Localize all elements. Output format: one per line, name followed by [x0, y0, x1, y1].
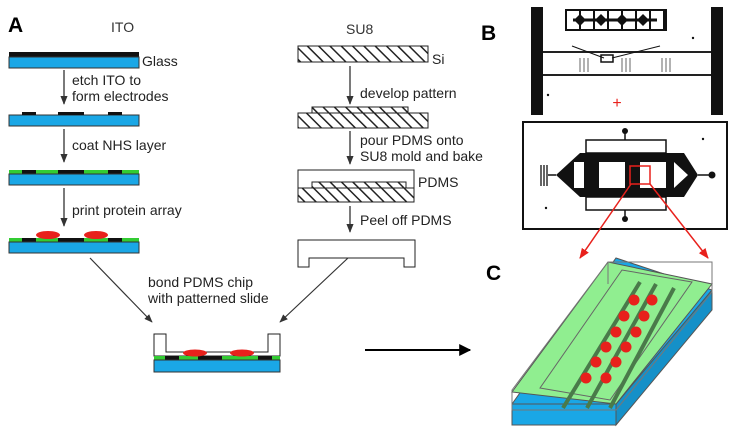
ito-glass-slide — [8, 52, 140, 69]
label-coat: coat NHS layer — [72, 137, 167, 153]
svg-text:+: + — [612, 95, 621, 112]
protein-spots — [580, 294, 658, 384]
label-develop: develop pattern — [360, 85, 457, 101]
label-bond-line1: bond PDMS chip — [148, 274, 254, 290]
pdms-on-mold — [297, 169, 415, 203]
panel-b-layout — [522, 121, 728, 230]
zoom-line-left — [579, 183, 632, 259]
label-etch-line1: etch ITO to — [72, 72, 141, 88]
ito-electrodes-slide — [8, 112, 140, 127]
label-pdms: PDMS — [418, 174, 459, 190]
label-bond-line2: with patterned slide — [148, 290, 269, 306]
panel-b-top-photo: + — [531, 7, 723, 115]
panel-label-a: A — [8, 14, 24, 37]
arrow-bond-left — [89, 257, 153, 323]
label-peel: Peel off PDMS — [360, 212, 452, 228]
panel-c-3d-chip — [511, 257, 713, 427]
label-pour-line2: SU8 mold and bake — [360, 148, 483, 164]
panel-label-b: B — [481, 22, 497, 45]
ito-protein-slide — [8, 231, 140, 254]
si-wafer — [297, 45, 429, 63]
su8-mold — [297, 106, 429, 129]
pdms-chip — [297, 239, 416, 268]
label-si: Si — [432, 51, 445, 67]
zoom-line-right — [649, 183, 709, 259]
ito-nhs-slide — [8, 170, 140, 186]
label-glass: Glass — [142, 53, 178, 69]
arrow-bond-right — [279, 257, 349, 323]
header-ito: ITO — [111, 19, 135, 35]
label-pour-line1: pour PDMS onto — [360, 132, 464, 148]
label-etch-line2: form electrodes — [72, 88, 169, 104]
header-su8: SU8 — [346, 21, 374, 37]
label-print: print protein array — [72, 202, 182, 218]
bonded-device — [153, 333, 281, 373]
panel-label-c: C — [486, 262, 502, 285]
